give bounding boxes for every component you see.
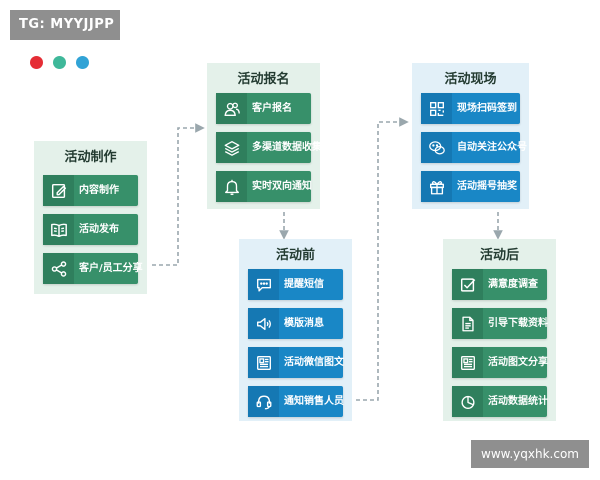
item-label: 内容制作 — [79, 185, 119, 196]
qrcode-icon — [421, 93, 452, 124]
panel-after: 活动后 满意度调查 引导下载资料 — [443, 239, 556, 421]
item-label: 引导下载资料 — [488, 318, 548, 329]
item-content-production[interactable]: 内容制作 — [43, 175, 138, 206]
bell-icon — [216, 171, 247, 202]
item-label: 通知销售人员 — [284, 396, 344, 407]
item-label: 客户/员工分享 — [79, 263, 143, 274]
arrow-before-to-onsite — [356, 117, 409, 401]
item-activity-publish[interactable]: 活动发布 — [43, 214, 138, 245]
panel-title: 活动现场 — [444, 72, 497, 87]
panel-title: 活动前 — [275, 248, 315, 263]
panel-title: 活动后 — [479, 248, 519, 263]
item-article-share[interactable]: 活动图文分享 — [452, 347, 548, 378]
panel-production: 活动制作 内容制作 活动发布 — [34, 141, 147, 294]
item-share[interactable]: 客户/员工分享 — [43, 253, 143, 284]
item-auto-follow[interactable]: 自动关注公众号 — [421, 132, 527, 163]
article-icon — [248, 347, 279, 378]
pie-chart-icon — [452, 386, 483, 417]
item-label: 活动发布 — [79, 224, 119, 235]
panel-onsite: 活动现场 现场扫码签到 自动关注公众号 — [412, 63, 529, 209]
edit-icon — [43, 175, 74, 206]
item-reminder-sms[interactable]: 提醒短信 — [248, 269, 343, 300]
share-icon — [43, 253, 74, 284]
item-label: 活动摇号抽奖 — [457, 181, 517, 192]
watermark: www.yqxhk.com — [471, 440, 589, 468]
item-notify-sales[interactable]: 通知销售人员 — [248, 386, 344, 417]
item-satisfaction-survey[interactable]: 满意度调查 — [452, 269, 547, 300]
headset-icon — [248, 386, 279, 417]
panel-title: 活动报名 — [237, 72, 290, 87]
users-icon — [216, 93, 247, 124]
item-label: 活动数据统计 — [488, 396, 548, 407]
item-label: 客户报名 — [252, 103, 292, 114]
item-data-statistics[interactable]: 活动数据统计 — [452, 386, 548, 417]
item-download-guide[interactable]: 引导下载资料 — [452, 308, 548, 339]
item-label: 自动关注公众号 — [457, 142, 527, 153]
speaker-icon — [248, 308, 279, 339]
item-qr-checkin[interactable]: 现场扫码签到 — [421, 93, 520, 124]
red-dot — [30, 56, 43, 69]
panel-registration: 活动报名 客户报名 多渠道数据收集 — [207, 63, 322, 209]
green-dot — [53, 56, 66, 69]
item-multichannel-data[interactable]: 多渠道数据收集 — [216, 132, 322, 163]
item-label: 模版消息 — [284, 318, 324, 329]
item-realtime-notify[interactable]: 实时双向通知 — [216, 171, 312, 202]
item-label: 活动微信图文 — [284, 357, 344, 368]
checkbox-icon — [452, 269, 483, 300]
item-label: 活动图文分享 — [488, 357, 548, 368]
book-icon — [43, 214, 74, 245]
item-label: 实时双向通知 — [252, 181, 312, 192]
item-label: 满意度调查 — [488, 279, 538, 290]
item-customer-registration[interactable]: 客户报名 — [216, 93, 311, 124]
message-icon — [248, 269, 279, 300]
layers-icon — [216, 132, 247, 163]
tag-label: TG: MYYJJPP — [10, 10, 120, 40]
item-wechat-article[interactable]: 活动微信图文 — [248, 347, 344, 378]
item-lottery[interactable]: 活动摇号抽奖 — [421, 171, 520, 202]
document-icon — [452, 308, 483, 339]
item-label: 提醒短信 — [284, 279, 324, 290]
panel-title: 活动制作 — [64, 150, 117, 165]
article-icon — [452, 347, 483, 378]
item-label: 现场扫码签到 — [457, 103, 517, 114]
arrow-production-to-registration — [152, 123, 205, 266]
wechat-icon — [421, 132, 452, 163]
item-label: 多渠道数据收集 — [252, 142, 322, 153]
blue-dot — [76, 56, 89, 69]
panel-before: 活动前 提醒短信 模版消息 — [239, 239, 352, 421]
item-template-message[interactable]: 模版消息 — [248, 308, 343, 339]
gift-icon — [421, 171, 452, 202]
